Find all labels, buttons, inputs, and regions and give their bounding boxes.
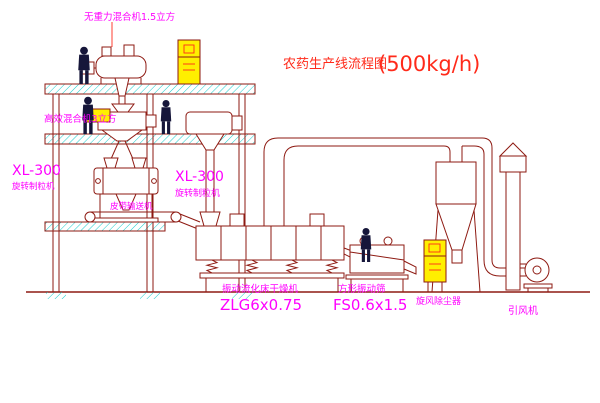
label-belt-conveyor: 皮带输送机	[110, 201, 153, 212]
gravity-mixer	[81, 44, 147, 104]
drawing-title-capacity: (500kg/h)	[378, 52, 480, 76]
granulator-left	[91, 157, 159, 223]
label-granulator-mid-model: XL-300	[175, 169, 224, 185]
exhaust-duct	[263, 137, 526, 277]
fluid-bed-dryer	[195, 213, 345, 292]
label-granulator-left-model: XL-300	[12, 163, 61, 179]
exhaust-stack	[498, 142, 528, 291]
drawing-title: 农药生产线流程图	[283, 57, 387, 72]
vibrating-screen	[343, 236, 417, 292]
label-screen-name: 方形振动筛	[338, 283, 386, 295]
label-high-mixer: 高效混合机3立方	[44, 113, 117, 125]
induced-draft-fan	[520, 257, 553, 292]
label-dryer-model: ZLG6x0.75	[220, 296, 302, 314]
label-gravity-mixer: 无重力混合机1.5立方	[84, 11, 175, 23]
label-dust-collector: 旋风除尘器	[416, 295, 461, 307]
label-screen-model: FS0.6x1.5	[333, 296, 407, 314]
control-cabinet-field	[423, 239, 447, 292]
worker-figure-3	[160, 99, 172, 134]
label-fan: 引风机	[508, 304, 538, 317]
ground-line	[26, 291, 590, 299]
label-dryer-name: 振动流化床干燥机	[222, 283, 299, 295]
building-structure	[44, 83, 256, 293]
label-granulator-left-name: 旋转制粒机	[12, 181, 55, 192]
cyclone	[431, 161, 481, 293]
worker-figure-1	[78, 46, 90, 84]
belt-conveyor	[84, 211, 201, 230]
label-granulator-mid-name: 旋转制粒机	[175, 187, 220, 199]
control-cabinet-roof	[177, 39, 201, 85]
granulator-mid	[185, 111, 243, 227]
